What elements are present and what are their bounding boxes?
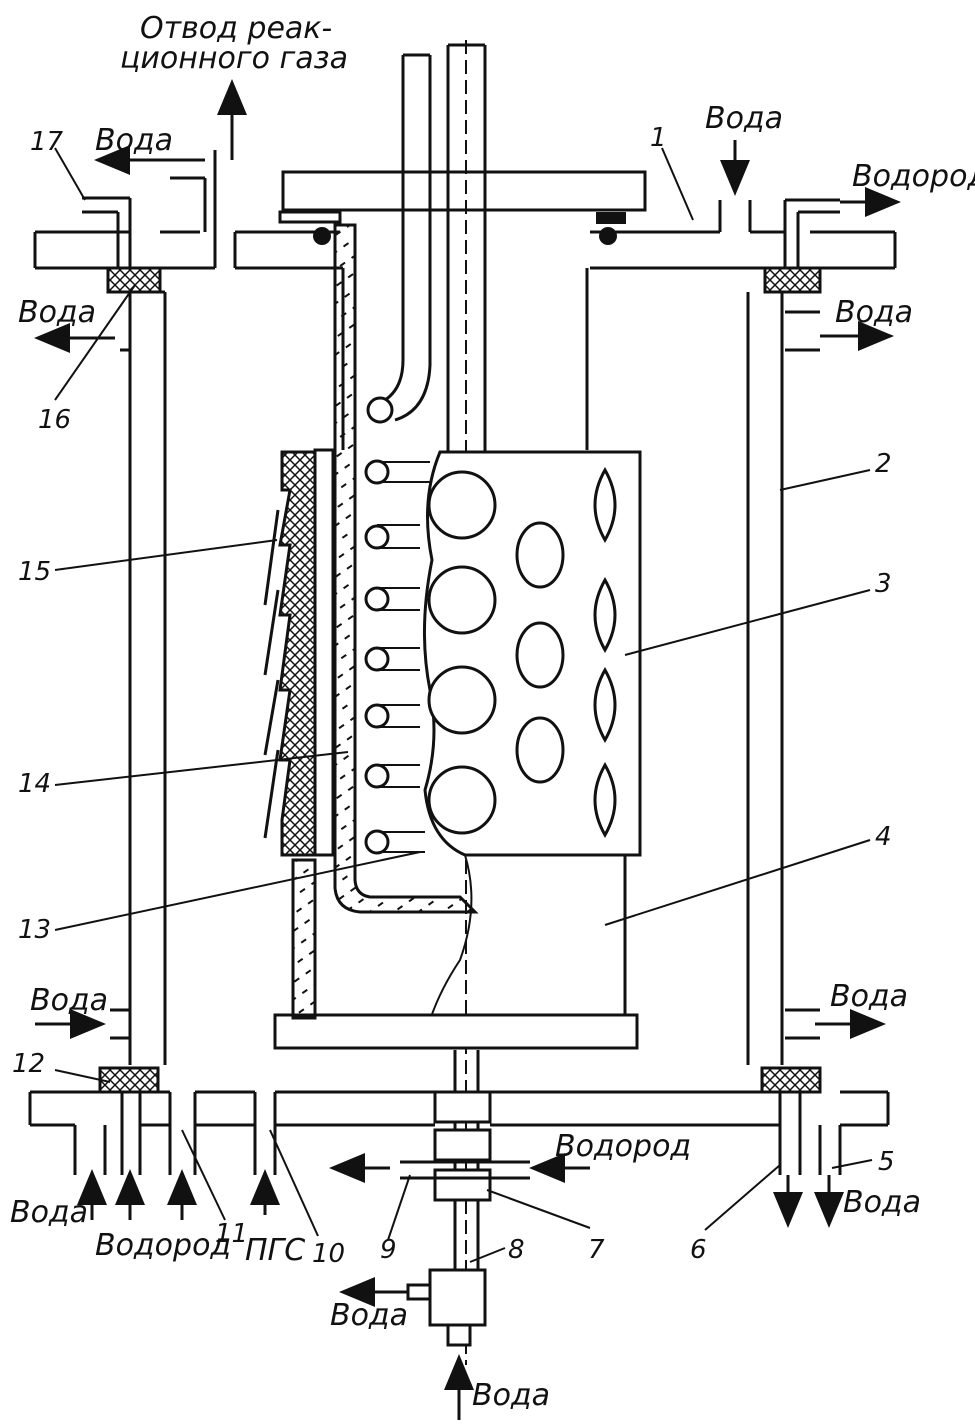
callout-7: 7 [588,1235,605,1265]
seal-ring-right [599,227,617,245]
bottom-flange [28,1066,890,1347]
callout-6: 6 [690,1235,707,1265]
catalyst-block [423,450,642,857]
label-water-top-left: Вода [95,123,173,158]
label-water-inlet-bottom: Вода [472,1378,550,1413]
callout-11: 11 [215,1219,248,1249]
callout-8: 8 [508,1235,525,1265]
seal-right-top [763,266,822,294]
callout-12: 12 [12,1049,45,1079]
top-lid [233,170,785,270]
callout-14: 14 [18,769,51,799]
label-gas-outlet-1: Отвод реак- [140,11,332,46]
callout-9: 9 [380,1235,397,1265]
label-water-upper-right: Вода [835,295,913,330]
callout-10: 10 [312,1239,345,1269]
callout-17: 17 [30,127,64,157]
callout-1: 1 [650,123,667,153]
label-water-top-center: Вода [705,101,783,136]
top-right-flange [718,198,897,294]
label-hydrogen-bottom-middle: Водород [555,1129,691,1164]
callout-15: 15 [18,557,51,587]
flow-arrows [34,79,901,1420]
label-hydrogen-bottom-left: Водород [95,1228,231,1263]
seal-12 [98,1066,160,1094]
callout-3: 3 [875,569,892,599]
seal-16 [106,266,162,294]
label-hydrogen-top-right: Водород [852,159,975,194]
seal-ring-left [313,227,331,245]
callout-2: 2 [875,449,892,479]
lower-cylinder [273,854,639,1050]
label-pgs: ПГС [245,1233,305,1268]
gas-outlet-pipe [366,53,432,424]
label-gas-outlet-2: ционного газа [120,41,348,76]
callout-5: 5 [878,1147,895,1177]
label-water-bottom-left: Вода [10,1195,88,1230]
label-water-outlet-bottom: Вода [330,1298,408,1333]
top-left-flange [33,150,217,294]
callout-4: 4 [875,822,892,852]
outer-jacket [110,290,820,1065]
liner-13 [333,223,479,914]
label-water-lower-right: Вода [830,979,908,1014]
text-labels: Отвод реак- ционного газа Вода Вода Водо… [10,11,975,1413]
label-water-lower-left: Вода [30,983,108,1018]
callout-13: 13 [18,915,51,945]
label-water-bottom-right: Вода [843,1185,921,1220]
leader-lines [54,147,873,1263]
callout-16: 16 [38,405,71,435]
insulation-15 [263,450,317,857]
seal-right-bottom [760,1066,822,1094]
heating-coil [364,459,430,855]
label-water-upper-left: Вода [18,295,96,330]
